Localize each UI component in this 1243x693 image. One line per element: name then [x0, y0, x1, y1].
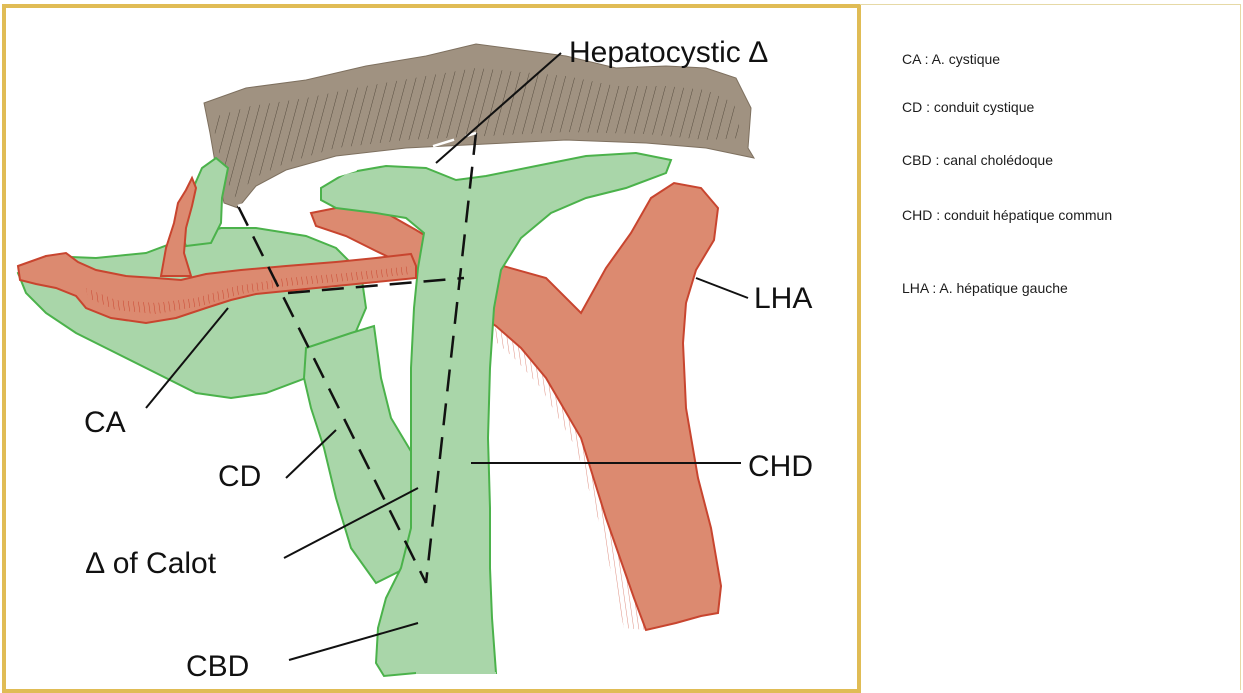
legend-item-lha: LHA : A. hépatique gauche [902, 279, 1202, 298]
anatomy-diagram: Hepatocystic ∆ LHA CA CD CHD ∆ of Calot … [6, 8, 857, 689]
label-ca: CA [84, 406, 126, 439]
label-calot: ∆ of Calot [86, 547, 217, 580]
legend-item-cd: CD : conduit cystique [902, 98, 1202, 117]
label-lha: LHA [754, 282, 812, 315]
legend-item-chd: CHD : conduit hépatique commun [902, 206, 1202, 225]
label-cbd: CBD [186, 650, 249, 683]
legend-item-cbd: CBD : canal cholédoque [902, 151, 1202, 170]
label-cd: CD [218, 460, 261, 493]
label-hepatocystic: Hepatocystic ∆ [569, 36, 768, 69]
label-chd: CHD [748, 450, 813, 483]
anatomy-diagram-frame: Hepatocystic ∆ LHA CA CD CHD ∆ of Calot … [2, 4, 861, 693]
legend-item-ca: CA : A. cystique [902, 50, 1202, 69]
legend-panel: CA : A. cystique CD : conduit cystique C… [860, 4, 1241, 690]
